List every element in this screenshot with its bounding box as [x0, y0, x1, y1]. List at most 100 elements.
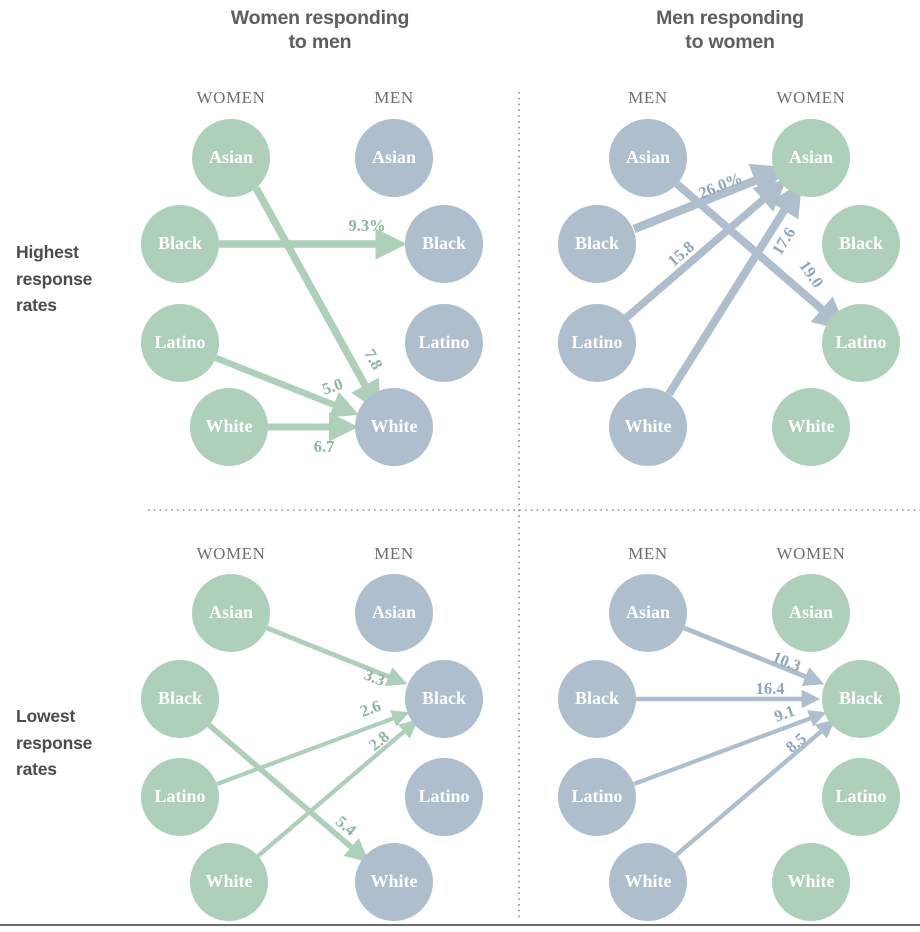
edge-value-q3-latino-black: 2.6: [357, 696, 383, 721]
row-label-lowest: Lowest response rates: [16, 703, 146, 783]
node-q3-target-asian[interactable]: [355, 574, 433, 652]
node-q4-source-black[interactable]: [558, 660, 636, 738]
panel-title-line1: Women responding: [230, 7, 410, 29]
row-label-highest: Highest response rates: [16, 239, 146, 319]
node-label-q3-target-latino: Latino: [418, 786, 469, 806]
column-head-q1-left: WOMEN: [196, 88, 266, 107]
node-label-q2-source-asian: Asian: [626, 147, 670, 167]
quadrant-women-to-men-lowest: Asian Black Latino White Asian Black Lat…: [141, 574, 483, 921]
edge-q1-asian-white: [252, 186, 381, 413]
column-head-q3-right: MEN: [374, 544, 414, 563]
panel-title-line1: Men responding: [656, 7, 804, 29]
edge-value-q4-latino-black: 9.1: [771, 701, 797, 726]
node-q2-target-black[interactable]: [822, 205, 900, 283]
edge-q3-white-black: [256, 719, 418, 858]
node-label-q3-source-asian: Asian: [209, 602, 253, 622]
panel-title-line2: to men: [288, 31, 352, 53]
row-label-line1: Lowest: [16, 706, 76, 726]
edge-value-q1-asian-white: 7.8: [360, 346, 387, 373]
edge-q3-latino-black: [216, 710, 410, 786]
node-label-q2-target-latino: Latino: [835, 332, 886, 352]
node-label-q3-target-asian: Asian: [372, 602, 416, 622]
node-label-q1-source-latino: Latino: [154, 332, 205, 352]
node-label-q4-target-black: Black: [839, 688, 883, 708]
node-q2-source-black[interactable]: [558, 205, 636, 283]
node-q3-target-white[interactable]: [355, 843, 433, 921]
node-label-q3-target-black: Black: [422, 688, 466, 708]
node-label-q1-target-black: Black: [422, 233, 466, 253]
edge-q3-black-white: [207, 722, 369, 863]
node-q4-source-asian[interactable]: [609, 574, 687, 652]
edge-q2-white-asian: [665, 182, 803, 397]
node-label-q1-source-asian: Asian: [209, 147, 253, 167]
column-head-q2-left: MEN: [628, 88, 668, 107]
node-q1-target-black[interactable]: [405, 205, 483, 283]
node-q1-target-asian[interactable]: [355, 119, 433, 197]
quadrant-women-to-men-highest: Asian Black Latino White Asian Black Lat…: [141, 119, 483, 466]
edges-q4: [633, 625, 835, 858]
row-label-line1: Highest: [16, 242, 79, 262]
edges-q2: [623, 163, 848, 397]
node-label-q1-source-black: Black: [158, 233, 202, 253]
node-label-q4-source-asian: Asian: [626, 602, 670, 622]
node-q3-source-asian[interactable]: [192, 574, 270, 652]
node-q1-source-asian[interactable]: [192, 119, 270, 197]
node-q4-target-asian[interactable]: [772, 574, 850, 652]
row-label-line3: rates: [16, 759, 57, 779]
column-head-q4-right: WOMEN: [776, 544, 846, 563]
edge-q4-white-black: [673, 719, 835, 858]
node-q4-source-white[interactable]: [609, 843, 687, 921]
node-q3-source-latino[interactable]: [141, 758, 219, 836]
node-q2-source-asian[interactable]: [609, 119, 687, 197]
node-label-q1-target-white: White: [371, 416, 418, 436]
node-q1-target-latino[interactable]: [405, 304, 483, 382]
node-label-q2-target-black: Black: [839, 233, 883, 253]
node-label-q4-source-black: Black: [575, 688, 619, 708]
node-label-q2-source-white: White: [625, 416, 672, 436]
node-label-q3-source-white: White: [206, 871, 253, 891]
node-label-q4-source-white: White: [625, 871, 672, 891]
column-head-q4-left: MEN: [628, 544, 668, 563]
node-label-q2-source-black: Black: [575, 233, 619, 253]
edge-value-q1-white-white: 6.7: [314, 437, 335, 456]
node-q1-target-white[interactable]: [355, 388, 433, 466]
node-label-q2-target-white: White: [788, 416, 835, 436]
node-q2-target-latino[interactable]: [822, 304, 900, 382]
edge-value-q4-black-black: 16.4: [756, 679, 785, 698]
node-q4-target-white[interactable]: [772, 843, 850, 921]
quadrant-men-to-women-lowest: Asian Black Latino White Asian Black Lat…: [558, 574, 900, 921]
edge-q3-asian-black: [266, 625, 408, 686]
edge-q4-latino-black: [633, 710, 827, 786]
edge-value-q4-white-black: 8.5: [782, 729, 810, 757]
node-q4-target-latino[interactable]: [822, 758, 900, 836]
edge-q2-latino-asian: [623, 179, 787, 321]
edge-value-q2-latino-asian: 15.8: [664, 237, 698, 270]
row-label-line2: response: [16, 732, 93, 753]
edge-q1-latino-white: [214, 354, 360, 418]
node-label-q1-source-white: White: [206, 416, 253, 436]
node-label-q4-target-latino: Latino: [835, 786, 886, 806]
node-q2-target-asian[interactable]: [772, 119, 850, 197]
node-label-q4-source-latino: Latino: [571, 786, 622, 806]
node-q1-source-latino[interactable]: [141, 304, 219, 382]
node-q1-source-black[interactable]: [141, 205, 219, 283]
node-q3-source-white[interactable]: [190, 843, 268, 921]
node-q4-target-black[interactable]: [822, 660, 900, 738]
node-q3-target-black[interactable]: [405, 660, 483, 738]
column-head-q2-right: WOMEN: [776, 88, 846, 107]
panel-title-line2: to women: [685, 31, 775, 53]
node-q2-source-white[interactable]: [609, 388, 687, 466]
node-q3-source-black[interactable]: [141, 660, 219, 738]
edges-q1: [214, 186, 407, 442]
node-label-q1-target-latino: Latino: [418, 332, 469, 352]
edge-value-q1-black-black: 9.3%: [348, 216, 385, 235]
node-q1-source-white[interactable]: [190, 388, 268, 466]
node-q3-target-latino[interactable]: [405, 758, 483, 836]
node-q2-source-latino[interactable]: [558, 304, 636, 382]
node-label-q2-target-asian: Asian: [789, 147, 833, 167]
node-q4-source-latino[interactable]: [558, 758, 636, 836]
node-label-q4-target-asian: Asian: [789, 602, 833, 622]
node-label-q3-source-latino: Latino: [154, 786, 205, 806]
node-q2-target-white[interactable]: [772, 388, 850, 466]
